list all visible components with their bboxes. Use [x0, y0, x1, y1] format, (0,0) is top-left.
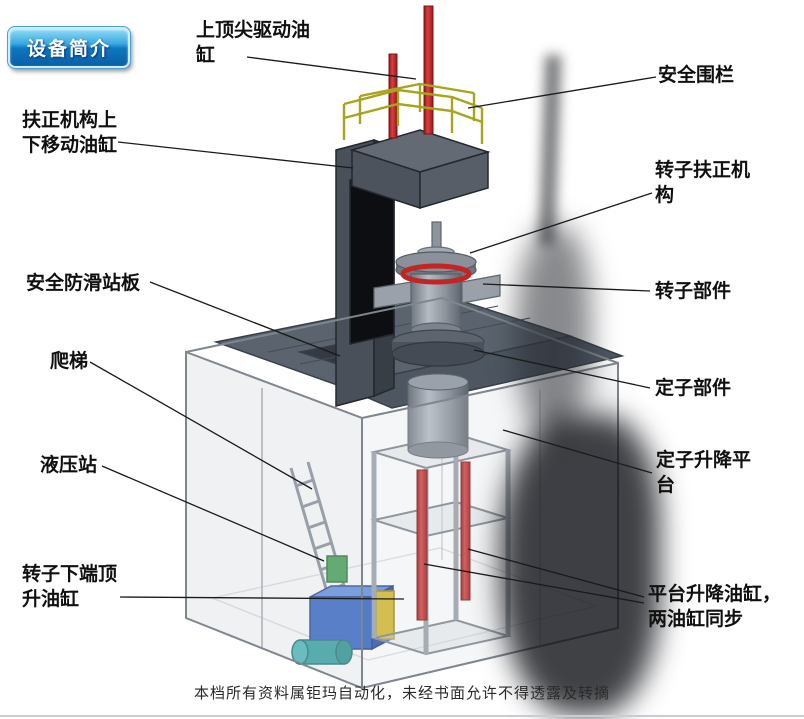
- callout-stator-component: 定子部件: [655, 378, 732, 399]
- callout-rotor-centering-mechanism: 转子扶正机构: [655, 160, 751, 207]
- callout-stator-lift-platform: 定子升降平台: [656, 450, 752, 497]
- press-column-graphic: [335, 129, 491, 407]
- bottom-rule: [0, 715, 804, 717]
- callout-safety-fence: 安全围栏: [658, 65, 735, 86]
- callout-rotor-component: 转子部件: [655, 281, 732, 302]
- stator-cylinder: [407, 381, 469, 451]
- safety-fence-graphic: [342, 82, 484, 144]
- platform-lift-cylinders-graphic: [416, 461, 471, 621]
- rotor-centering-red-ring: [400, 263, 472, 285]
- footer-copyright: 本档所有资料属钜玛自动化，未经书面允许不得透露及转摘: [193, 685, 610, 702]
- callout-hydraulic-station: 液压站: [40, 455, 98, 476]
- callout-platform-lift-cylinders: 平台升降油缸，两油缸同步: [648, 584, 782, 631]
- callout-ladder: 爬梯: [50, 351, 89, 372]
- callout-top-drive-cylinder: 上顶尖驱动油缸: [196, 20, 311, 67]
- title-badge: 设备简介: [6, 26, 132, 69]
- callout-rotor-bottom-jack-cylinder: 转子下端顶升油缸: [22, 564, 118, 611]
- callout-centering-lift-cylinder: 扶正机构上下移动油缸: [22, 110, 118, 157]
- callout-anti-slip-platform: 安全防滑站板: [26, 273, 141, 294]
